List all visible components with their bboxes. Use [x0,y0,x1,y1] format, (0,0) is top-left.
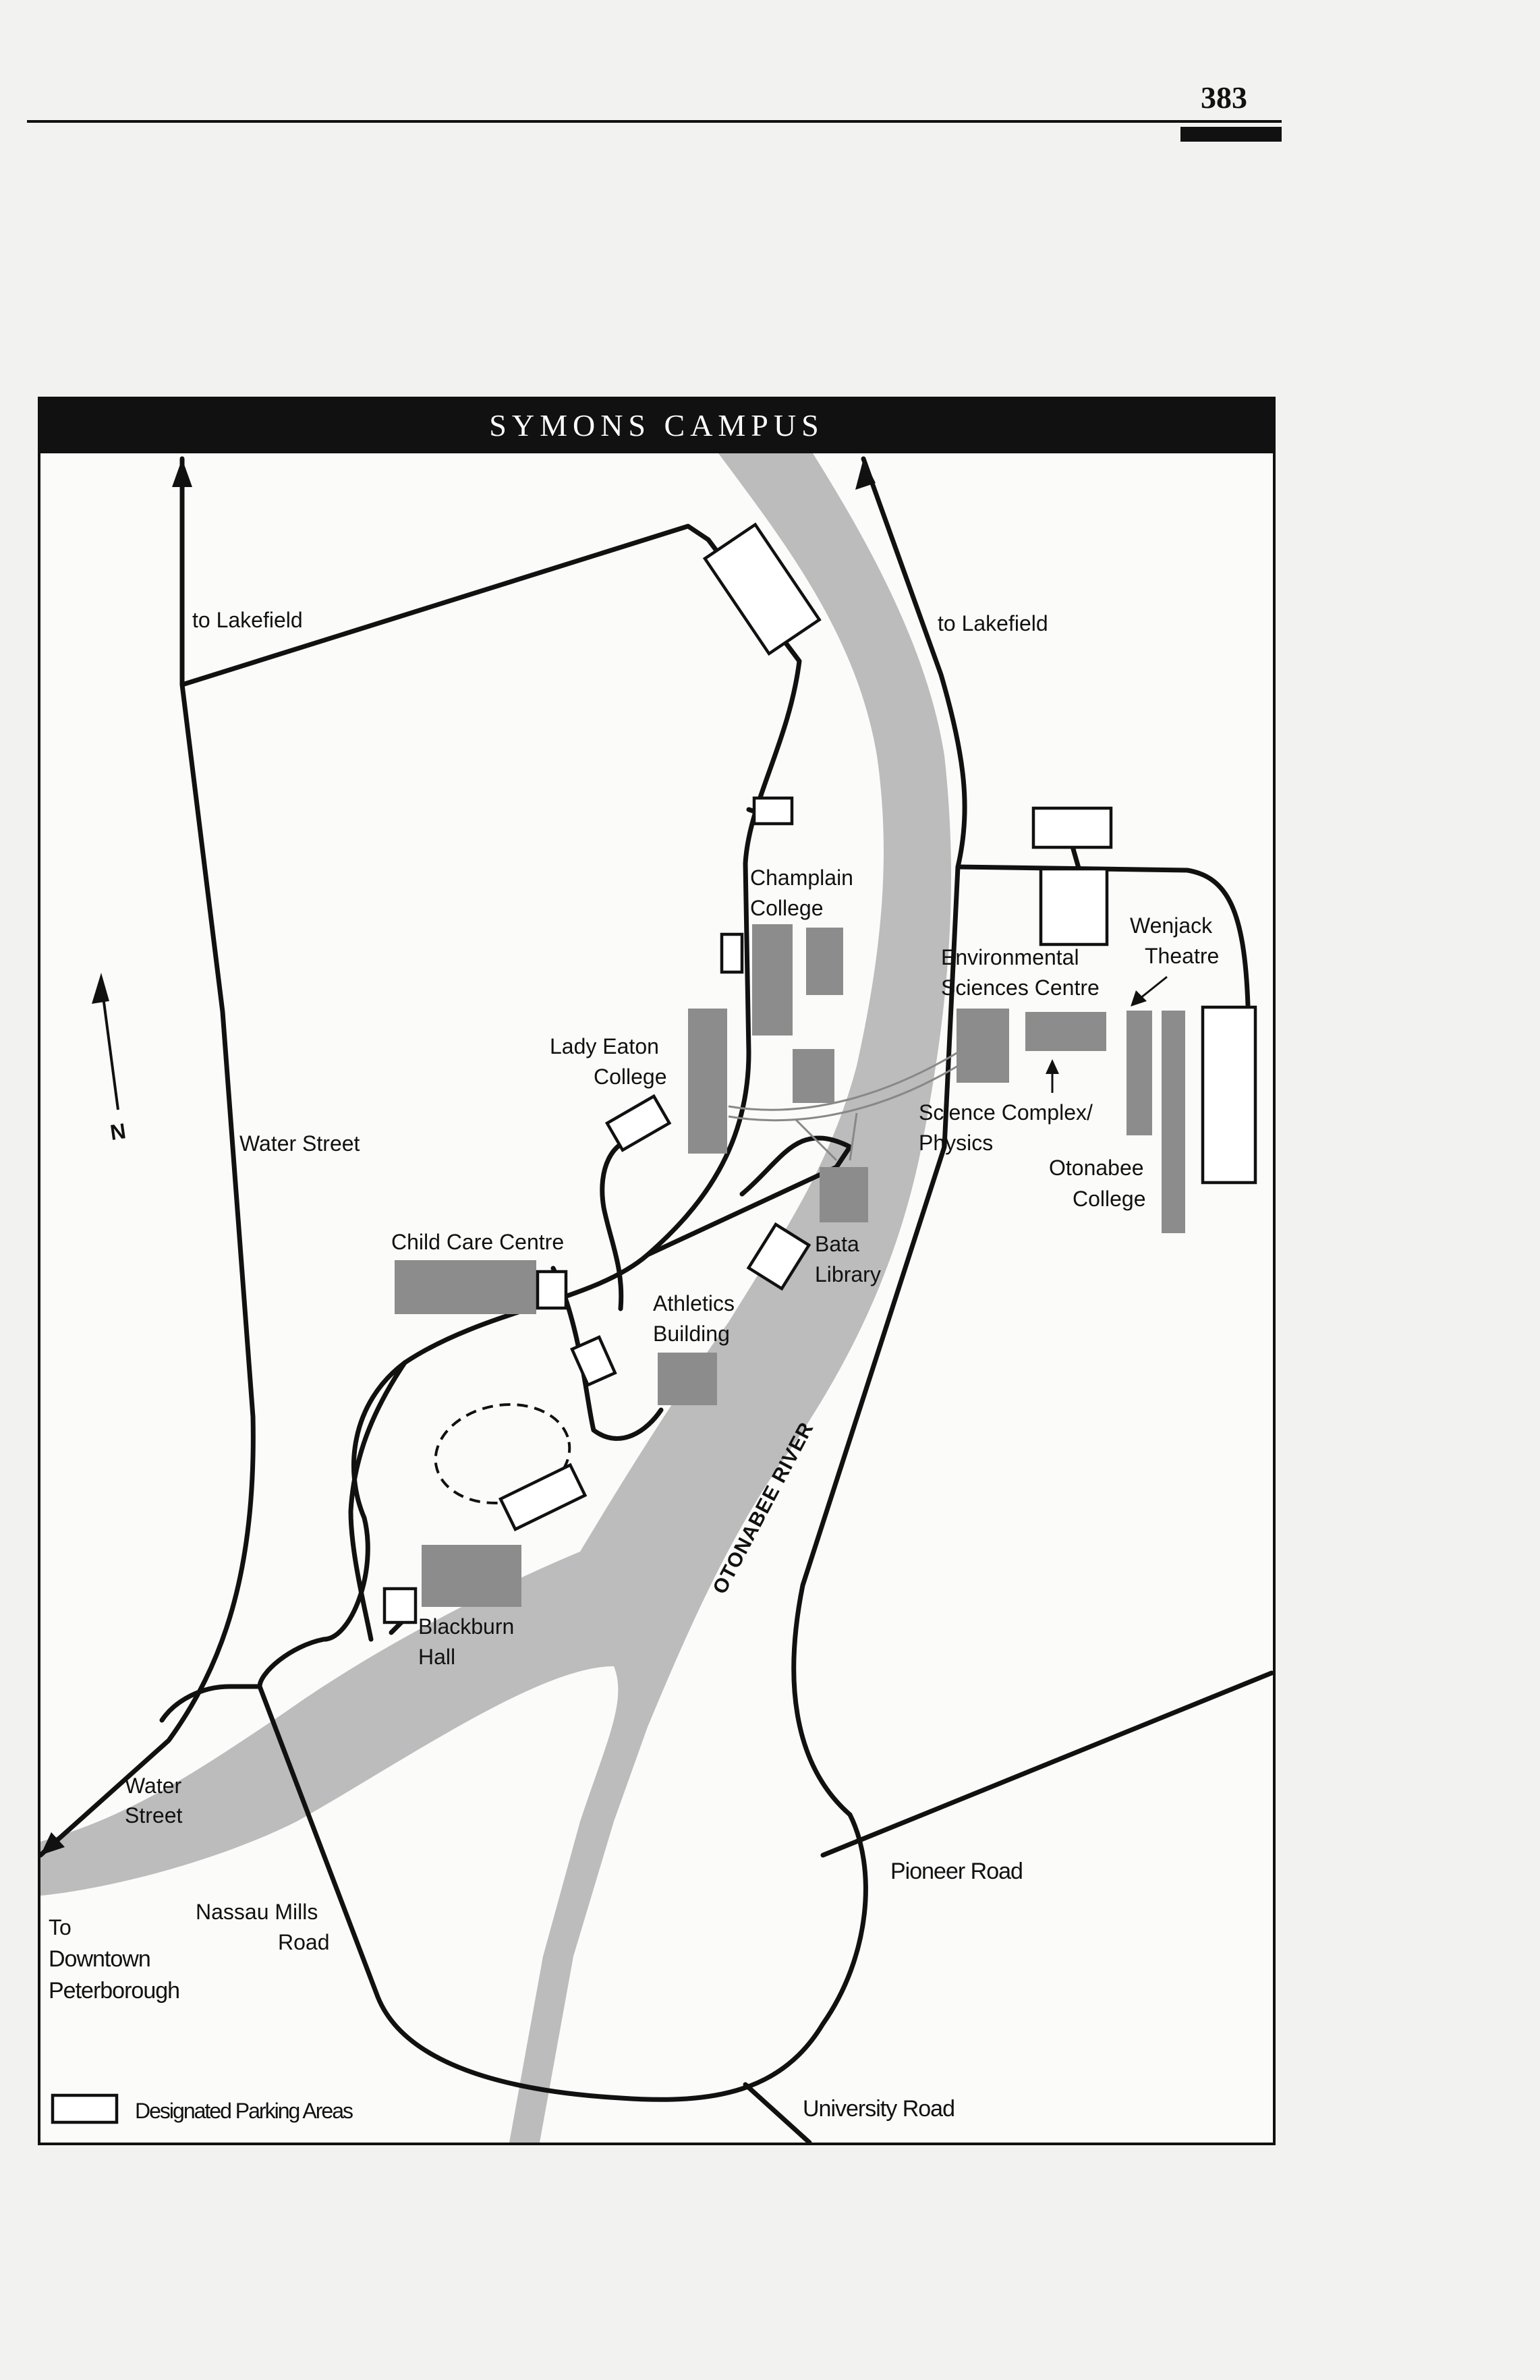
child-care-centre [395,1260,536,1314]
parking-track [498,1463,588,1531]
label-water-street-south-1: Water [125,1774,182,1798]
champlain-building-3 [793,1049,834,1103]
label-science-1: Science Complex/ [919,1100,1093,1125]
arrow-lakefield-east-icon [855,459,876,490]
label-lady-eaton-1: Lady Eaton [550,1034,659,1058]
road-central [257,537,802,1689]
label-champlain-1: Champlain [750,866,853,890]
north-arrow-icon [92,973,109,1004]
science-complex [1025,1012,1106,1051]
label-bata-2: Library [815,1262,881,1286]
environmental-sciences-centre [957,1009,1009,1083]
label-nassau-2: Road [278,1930,330,1954]
label-blackburn-2: Hall [418,1645,455,1669]
parking-lady-eaton [604,1094,672,1152]
label-env-1: Environmental [941,945,1079,969]
university-road [743,2082,812,2143]
parking-areas [382,522,1257,1624]
page-number: 383 [1201,80,1247,115]
wenjack-pointer-icon [1131,990,1147,1007]
parking-champlain [752,796,794,826]
label-water-street-north: Water Street [239,1131,360,1156]
walkway-branch-west [795,1118,838,1162]
otonabee-building-2 [1162,1011,1185,1233]
north-label: N [109,1118,127,1145]
road-west-main [40,456,256,1858]
label-env-2: Sciences Centre [941,975,1100,1000]
label-otonabee-2: College [1073,1187,1146,1211]
north-arrow-shaft [100,981,119,1110]
label-champlain-2: College [750,896,824,920]
header-rule [27,120,1282,123]
buildings [395,924,1185,1607]
arrow-lakefield-west-icon [172,459,192,487]
walkway-lower [728,1065,959,1122]
parking-champlain-side [720,932,744,974]
label-to-downtown-3: Peterborough [49,1978,179,2004]
parking-bata [746,1222,811,1291]
legend-parking-swatch [51,2093,119,2124]
blackburn-hall [422,1545,521,1607]
road-east-loop [955,864,1251,1008]
athletics-building [658,1353,717,1405]
label-otonabee-1: Otonabee [1049,1156,1144,1180]
wenjack-pointer-shaft [1139,975,1168,1000]
legend-parking-label: Designated Parking Areas [135,2099,353,2123]
parking-athletics [570,1335,617,1387]
champlain-building-1 [752,924,793,1036]
parking-blackburn [382,1587,418,1624]
label-to-downtown-2: Downtown [49,1946,150,1972]
parking-north [702,522,822,656]
label-blackburn-1: Blackburn [418,1614,514,1639]
label-nassau-1: Nassau Mills [196,1900,318,1924]
label-child-care: Child Care Centre [391,1230,564,1254]
road-child-care-spur [550,1266,664,1441]
parking-otonabee [1201,1005,1257,1185]
walkway-upper [728,1051,959,1111]
label-to-lakefield-west: to Lakefield [192,608,303,632]
parking-env-lot [1039,867,1109,946]
map-title-bar: SYMONS CAMPUS [38,397,1276,453]
pioneer-road [820,1670,1273,1858]
road-env-spur [1070,844,1082,873]
science-pointer-icon [1046,1059,1059,1074]
label-pioneer-road: Pioneer Road [890,1859,1023,1884]
otonabee-river [40,453,951,2143]
bata-library [820,1167,868,1222]
label-science-2: Physics [919,1131,993,1155]
label-wenjack-1: Wenjack [1130,913,1213,938]
lady-eaton-building [688,1009,727,1154]
label-wenjack-2: Theatre [1145,944,1219,968]
label-university-road: University Road [803,2096,954,2122]
header-accent-bar [1180,127,1282,142]
road-blackburn-spur [348,1360,407,1642]
arrow-downtown-icon [40,1832,65,1855]
parking-child-care [536,1270,568,1310]
label-lady-eaton-2: College [594,1065,667,1089]
map-title: SYMONS CAMPUS [489,408,824,443]
label-athletics-1: Athletics [653,1291,735,1315]
label-to-downtown-1: To [49,1915,72,1939]
champlain-building-2 [806,928,843,995]
road-to-lakefield-west [179,523,711,687]
arrows [40,459,1168,1855]
label-athletics-2: Building [653,1322,730,1346]
walkways [728,1051,959,1162]
parking-env-top [1031,806,1113,849]
walkway-branch-east [849,1112,858,1161]
road-athletics-loop [645,1135,853,1257]
label-water-street-south-2: Street [125,1803,182,1828]
label-to-lakefield-east: to Lakefield [938,611,1048,635]
label-bata-1: Bata [815,1232,859,1256]
roads [40,456,1273,2143]
otonabee-building-1 [1127,1011,1152,1135]
road-lady-eaton-loop [600,1137,637,1311]
legend: Designated Parking Areas [51,2093,354,2124]
